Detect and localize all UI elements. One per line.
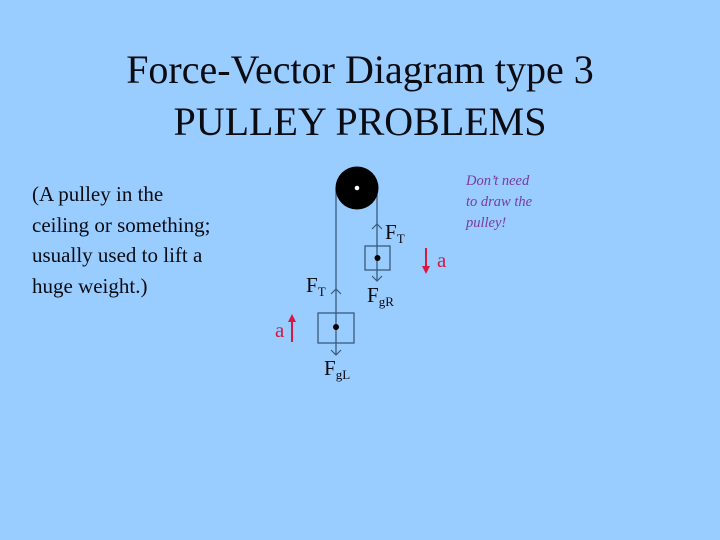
right-acceleration-label: a — [437, 248, 447, 272]
note-line-2: to draw the — [466, 194, 533, 210]
right-acceleration-arrow-icon — [422, 248, 430, 274]
left-gravity-label: FgL — [324, 358, 350, 385]
note-line-3: pulley! — [466, 215, 507, 231]
description-line-3: usually used to lift a — [32, 243, 203, 267]
right-tension-label-main: F — [385, 220, 397, 244]
right-gravity-label-sub: gR — [378, 294, 394, 309]
title-line-2: PULLEY PROBLEMS — [173, 99, 547, 144]
description-text: (A pulley in the ceiling or something; u… — [32, 179, 262, 301]
left-gravity-label-main: F — [324, 356, 336, 380]
left-acceleration-label: a — [275, 318, 285, 342]
right-mass-box — [364, 245, 391, 271]
right-mass — [364, 223, 391, 282]
right-tension-label-sub: T — [396, 231, 405, 246]
right-mass-center-dot — [374, 255, 381, 261]
right-gravity-arrowhead-icon — [371, 275, 383, 282]
left-gravity-arrowhead-icon — [330, 349, 342, 356]
right-tension-arrowhead-icon — [371, 223, 383, 230]
description-line-4: huge weight.) — [32, 273, 148, 298]
left-tension-label: FT — [306, 275, 326, 302]
left-gravity-label-sub: gL — [335, 367, 351, 382]
left-tension-label-main: F — [306, 273, 318, 297]
right-gravity-label-main: F — [367, 283, 379, 307]
note-line-1: Don’t need — [466, 173, 530, 189]
left-tension-arrowhead-icon — [330, 288, 342, 295]
pulley-note: Don’t need to draw the pulley! — [466, 171, 576, 234]
left-mass-center-dot — [333, 324, 339, 330]
description-line-1: (A pulley in the — [32, 182, 164, 206]
right-tension-label: FT — [385, 222, 405, 249]
right-gravity-label: FgR — [367, 285, 394, 312]
slide-title: Force-Vector Diagram type 3 PULLEY PROBL… — [0, 44, 720, 148]
description-line-2: ceiling or something; — [32, 212, 211, 237]
title-line-1: Force-Vector Diagram type 3 — [126, 47, 594, 92]
pulley-icon — [335, 166, 379, 210]
left-mass-box — [317, 312, 355, 344]
left-tension-label-sub: T — [317, 284, 326, 299]
left-mass — [317, 288, 355, 356]
left-acceleration-arrow-icon — [288, 314, 296, 342]
